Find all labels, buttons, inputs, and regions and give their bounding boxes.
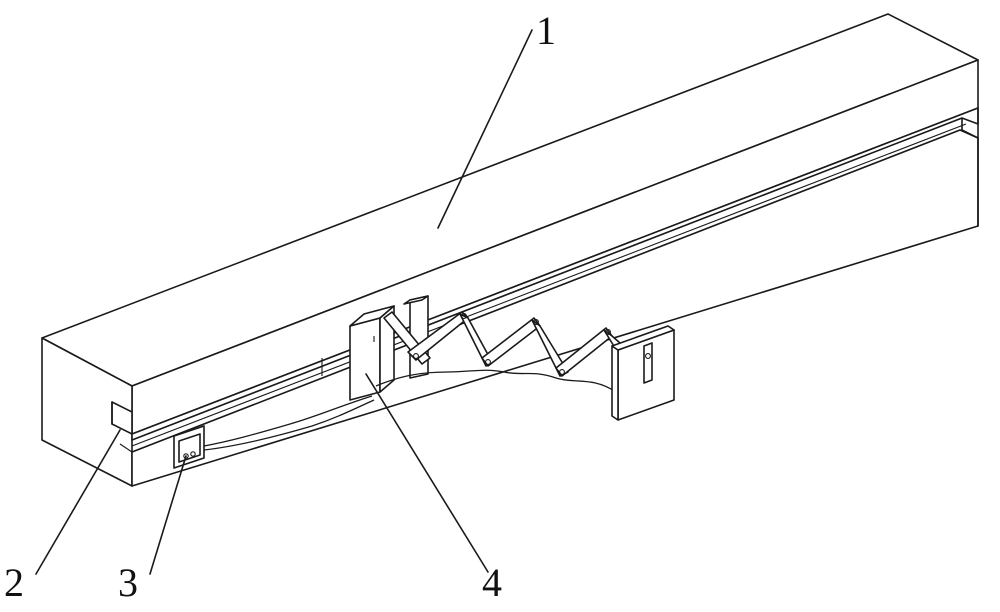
slider-rear-top (403, 295, 429, 305)
leader-line-2 (35, 429, 121, 575)
pivot-6 (605, 329, 611, 335)
pivot-2 (461, 313, 467, 319)
pivot-1 (413, 353, 419, 359)
callout-label-1: 1 (536, 8, 556, 53)
slider-block (349, 295, 429, 401)
motor-box-screw-b (190, 451, 196, 457)
callout-4: 4 (365, 373, 502, 605)
end-plate (611, 325, 675, 421)
leader-line-1 (437, 29, 533, 229)
end-plate-top (611, 325, 675, 351)
end-plate-side (611, 345, 619, 421)
scissor-linkage (383, 311, 629, 377)
callout-3: 3 (118, 455, 187, 605)
pivot-5 (559, 369, 565, 375)
cable-to-slider (203, 395, 373, 447)
end-plate-slot (643, 342, 653, 384)
pivot-4 (533, 319, 539, 325)
groove-line-c (131, 129, 961, 453)
cable-to-slider-b (203, 399, 375, 451)
callout-2: 2 (4, 429, 121, 605)
leader-line-4 (365, 373, 489, 573)
callout-label-2: 2 (4, 560, 24, 605)
rail-beam (41, 13, 979, 487)
leader-line-3 (149, 455, 187, 575)
groove-line-d (119, 443, 133, 453)
groove-line-b (131, 123, 967, 447)
beam-groove (131, 107, 979, 441)
cable-along-linkage (375, 369, 617, 393)
slider-front (349, 317, 381, 401)
motor-box (173, 425, 205, 469)
end-plate-bolt (645, 353, 651, 359)
groove-line-a (131, 117, 963, 441)
callout-label-3: 3 (118, 560, 138, 605)
callout-1: 1 (437, 8, 556, 229)
pivot-3 (485, 359, 491, 365)
beam-right-step (961, 117, 979, 139)
callout-label-4: 4 (482, 560, 502, 605)
